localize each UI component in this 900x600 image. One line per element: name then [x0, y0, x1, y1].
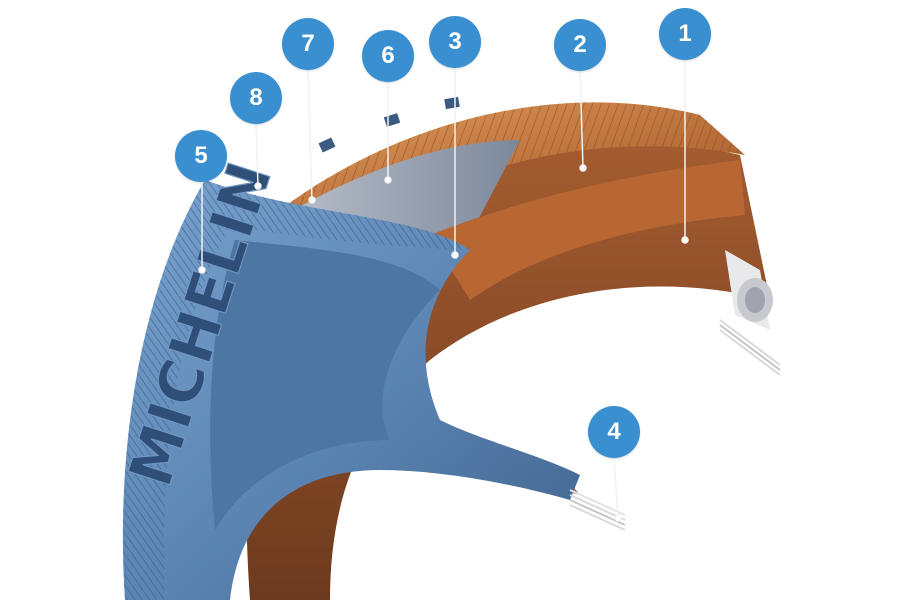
leader-dot-2	[579, 164, 587, 172]
callout-1-inner-liner: 1	[659, 8, 711, 60]
callout-8-tread: 8	[230, 72, 282, 124]
leader-dot-8	[254, 182, 262, 190]
callout-7-under-tread: 7	[282, 18, 334, 70]
leader-dot-6	[384, 176, 392, 184]
leader-dot-5	[198, 266, 206, 274]
ply-cut-face	[430, 160, 745, 300]
bead-wire-bundle-right	[719, 250, 781, 376]
leader-dot-1	[681, 236, 689, 244]
leader-dot-7	[308, 196, 316, 204]
callout-6-cap-ply: 6	[362, 30, 414, 82]
leader-dot-3	[451, 251, 459, 259]
callout-5-sidewall: 5	[175, 130, 227, 182]
sidewall-ribs	[122, 180, 471, 600]
leader-line-4	[613, 457, 619, 519]
callout-4-bead-wire: 4	[588, 406, 640, 458]
leader-line-2	[579, 69, 584, 169]
callout-2-carcass-ply: 2	[554, 19, 606, 71]
leader-line-7	[307, 69, 313, 201]
leader-lines	[198, 58, 689, 522]
sidewall-groove	[210, 240, 440, 530]
leader-dot-4	[614, 514, 622, 522]
tread-blocks	[318, 96, 460, 153]
leader-line-8	[255, 123, 259, 187]
callout-3-belt-layer: 3	[429, 16, 481, 68]
